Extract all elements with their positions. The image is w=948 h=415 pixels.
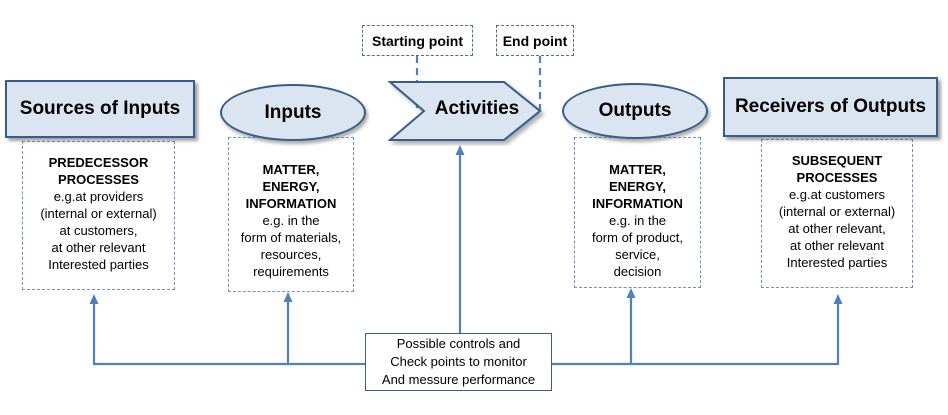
controls-to-activities-arrowhead-icon	[455, 145, 465, 155]
inputs-detail-title: MATTER,ENERGY,INFORMATION	[245, 162, 337, 211]
inputs-ellipse: Inputs	[220, 84, 366, 141]
sources-header-label: Sources of Inputs	[19, 98, 181, 119]
controls-left-feedback-line	[92, 301, 365, 366]
activities-header-label: Activities	[434, 98, 520, 119]
receivers-header-label: Receivers of Outputs	[734, 96, 927, 117]
controls-right-feedback-line	[552, 301, 840, 366]
starting-point-box: Starting point	[362, 25, 473, 56]
sources-detail-body: e.g.at providers(internal or external)at…	[40, 189, 157, 272]
outputs-detail-title: MATTER,ENERGY,INFORMATION	[592, 162, 683, 211]
outputs-arrowhead-icon	[626, 288, 636, 298]
starting-point-label: Starting point	[372, 32, 463, 49]
outputs-header-label: Outputs	[598, 100, 672, 121]
end-point-label: End point	[502, 32, 568, 49]
outputs-ellipse: Outputs	[562, 83, 708, 139]
receivers-arrowhead-icon	[833, 294, 843, 304]
sources-arrowhead-icon	[89, 294, 99, 304]
activities-chevron	[387, 81, 542, 141]
receivers-header-box: Receivers of Outputs	[723, 77, 938, 137]
sources-header-box: Sources of Inputs	[5, 80, 195, 138]
inputs-arrowhead-icon	[283, 292, 293, 302]
activities-chevron-shape	[387, 81, 542, 141]
end-point-box: End point	[496, 25, 574, 56]
inputs-header-label: Inputs	[264, 101, 322, 123]
receivers-detail-body: e.g.at customers(internal or external)at…	[778, 187, 896, 270]
